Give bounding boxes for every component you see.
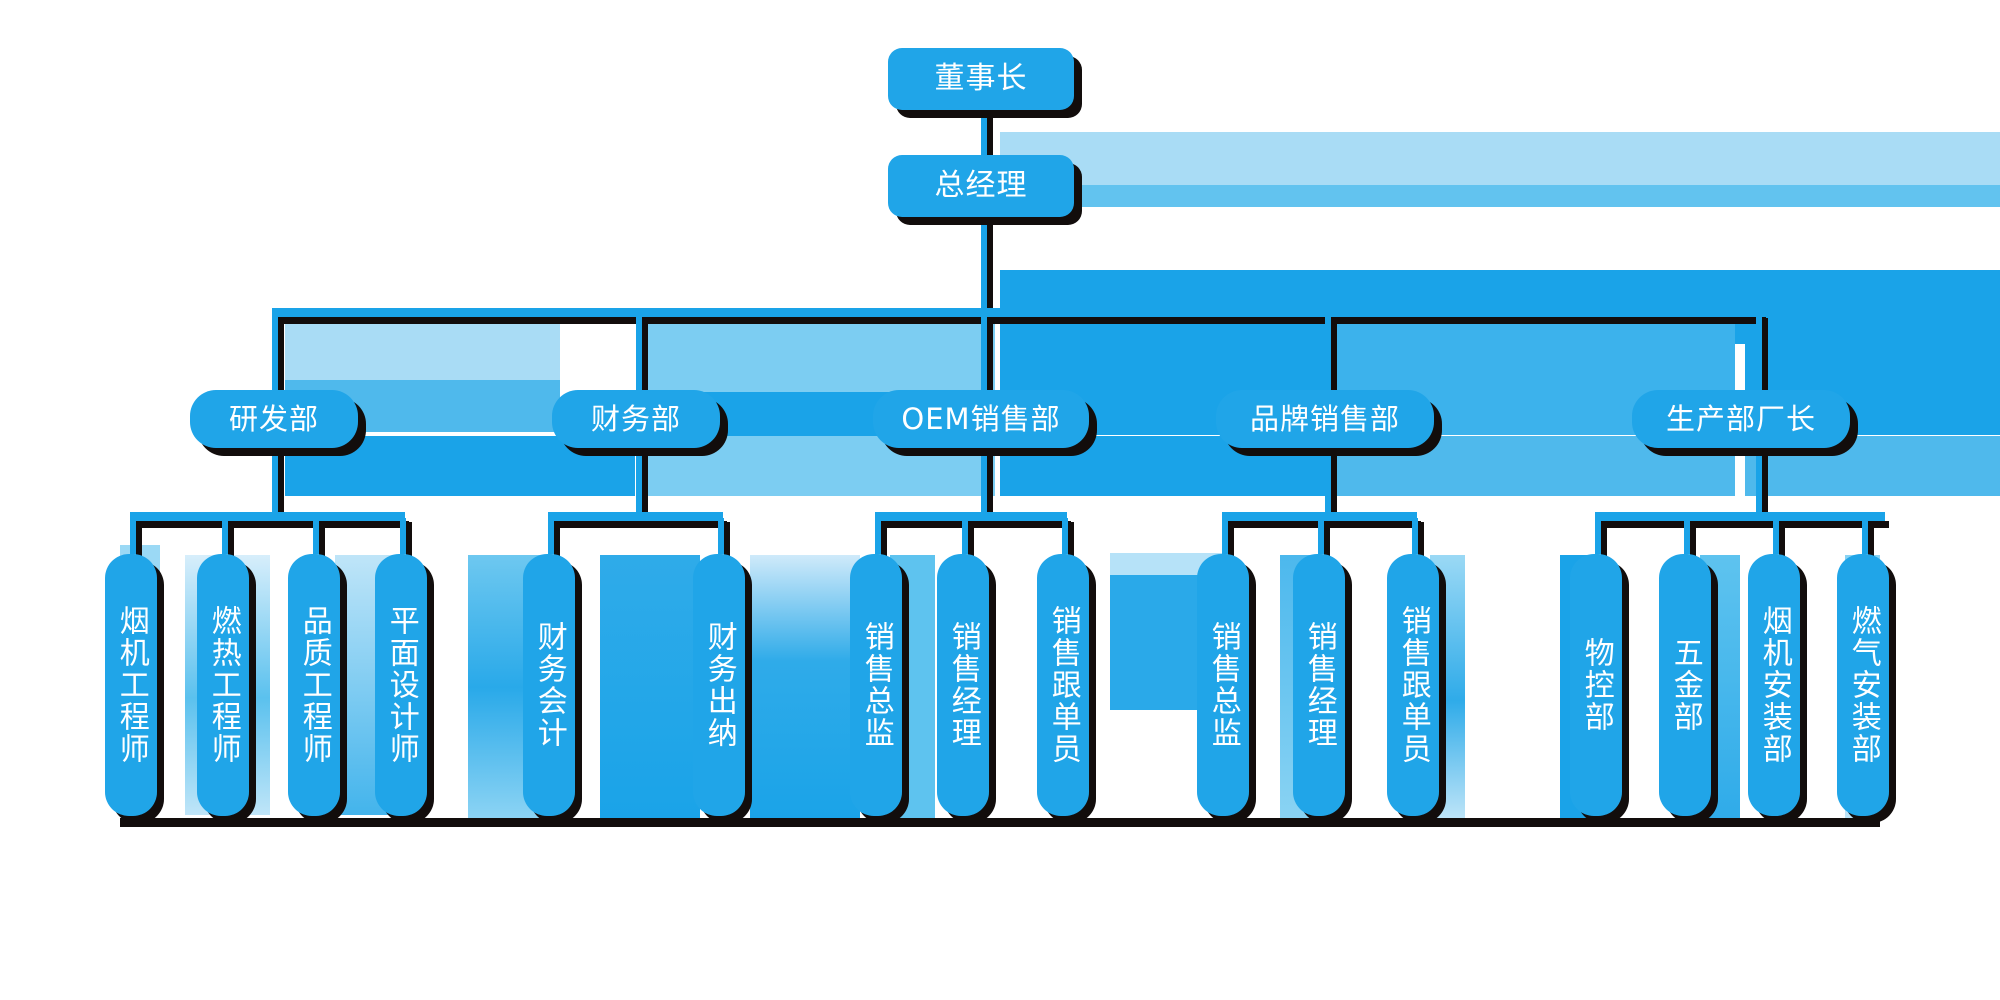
connector-leaf-drop-11 [1412, 518, 1424, 558]
node-department-production[interactable]: 生产部厂长 [1632, 390, 1850, 448]
connector-rail-to-dept-2 [981, 314, 993, 394]
node-department-finance-label: 财务部 [590, 401, 681, 436]
connector-leaf-drop-7 [962, 518, 974, 558]
node-leaf-label: 销售跟单员 [1395, 605, 1431, 765]
department-rail [272, 308, 1766, 324]
connector-leaf-drop-15 [1862, 518, 1874, 558]
node-leaf-label: 物控部 [1578, 637, 1614, 733]
node-leaf-label: 燃热工程师 [205, 605, 241, 765]
connector-leaf-drop-14 [1773, 518, 1785, 558]
connector-leaf-drop-3 [400, 518, 412, 558]
connector-leaf-drop-8 [1062, 518, 1074, 558]
node-department-brand-sales-label: 品牌销售部 [1249, 401, 1400, 436]
node-leaf-label: 烟机工程师 [113, 605, 149, 765]
node-leaf-label: 销售总监 [858, 621, 894, 749]
node-department-finance[interactable]: 财务部 [552, 390, 720, 448]
node-chairman-label: 董事长 [934, 61, 1028, 97]
connector-dept-1-down [636, 448, 648, 520]
node-department-oem-sales-label: OEM销售部 [901, 401, 1061, 436]
connector-dept-0-down [272, 448, 284, 520]
connector-leaf-drop-5 [718, 518, 730, 558]
node-leaf-gas-install-dept[interactable]: 燃气安装部 [1837, 554, 1889, 816]
node-leaf-graphic-designer[interactable]: 平面设计师 [375, 554, 427, 816]
connector-leaf-drop-0 [130, 518, 142, 558]
node-department-rd-label: 研发部 [228, 401, 319, 436]
baseline-shadow [120, 818, 1880, 827]
connector-rail-to-dept-4 [1756, 314, 1768, 394]
node-leaf-oem-sales-manager[interactable]: 销售经理 [937, 554, 989, 816]
node-leaf-label: 品质工程师 [296, 605, 332, 765]
node-leaf-accountant[interactable]: 财务会计 [523, 554, 575, 816]
connector-leaf-drop-2 [313, 518, 325, 558]
node-department-brand-sales[interactable]: 品牌销售部 [1216, 390, 1434, 448]
connector-rail-to-dept-1 [636, 314, 648, 394]
leaf-rail-rd [130, 512, 409, 528]
connector-leaf-drop-6 [875, 518, 887, 558]
connector-rail-to-dept-3 [1325, 314, 1337, 394]
node-leaf-material-control-dept[interactable]: 物控部 [1570, 554, 1622, 816]
node-leaf-label: 销售总监 [1205, 621, 1241, 749]
node-leaf-label: 财务出纳 [701, 621, 737, 749]
node-department-rd[interactable]: 研发部 [190, 390, 358, 448]
node-leaf-label: 五金部 [1667, 637, 1703, 733]
node-leaf-brand-sales-merchandiser[interactable]: 销售跟单员 [1387, 554, 1439, 816]
ghost-glow-4 [600, 555, 700, 820]
node-leaf-cashier[interactable]: 财务出纳 [693, 554, 745, 816]
node-department-production-label: 生产部厂长 [1665, 401, 1816, 436]
node-leaf-quality-engineer[interactable]: 品质工程师 [288, 554, 340, 816]
node-leaf-hardware-dept[interactable]: 五金部 [1659, 554, 1711, 816]
node-leaf-gas-water-heater-engineer[interactable]: 燃热工程师 [197, 554, 249, 816]
connector-leaf-drop-9 [1222, 518, 1234, 558]
ghost-band-upper-edge [1000, 185, 2000, 207]
node-department-oem-sales[interactable]: OEM销售部 [873, 390, 1089, 448]
node-general-manager-label: 总经理 [934, 168, 1028, 204]
node-general-manager[interactable]: 总经理 [888, 155, 1074, 217]
connector-leaf-drop-1 [222, 518, 234, 558]
node-leaf-brand-sales-director[interactable]: 销售总监 [1197, 554, 1249, 816]
node-leaf-label: 财务会计 [531, 621, 567, 749]
node-leaf-label: 燃气安装部 [1845, 605, 1881, 765]
ghost-band-upper [1000, 132, 2000, 206]
leaf-rail-prod [1595, 512, 1889, 528]
connector-dept-2-down [981, 448, 993, 520]
ghost-block-a [285, 315, 560, 390]
leaf-rail-oem [875, 512, 1071, 528]
connector-gm-down [981, 218, 993, 318]
node-leaf-smoke-machine-install-dept[interactable]: 烟机安装部 [1748, 554, 1800, 816]
node-leaf-oem-sales-director[interactable]: 销售总监 [850, 554, 902, 816]
node-leaf-label: 销售跟单员 [1045, 605, 1081, 765]
connector-leaf-drop-13 [1684, 518, 1696, 558]
node-leaf-label: 销售经理 [1301, 621, 1337, 749]
ghost-glow-5 [750, 555, 860, 820]
connector-dept-4-down [1756, 448, 1768, 520]
node-leaf-brand-sales-manager[interactable]: 销售经理 [1293, 554, 1345, 816]
leaf-rail-finance [548, 512, 727, 528]
node-leaf-smoke-machine-engineer[interactable]: 烟机工程师 [105, 554, 157, 816]
node-leaf-oem-sales-merchandiser[interactable]: 销售跟单员 [1037, 554, 1089, 816]
connector-leaf-drop-4 [548, 518, 560, 558]
node-chairman[interactable]: 董事长 [888, 48, 1074, 110]
node-leaf-label: 销售经理 [945, 621, 981, 749]
connector-leaf-drop-10 [1318, 518, 1330, 558]
ghost-band-mid [1000, 270, 2000, 344]
node-leaf-label: 烟机安装部 [1756, 605, 1792, 765]
node-leaf-label: 平面设计师 [383, 605, 419, 765]
connector-leaf-drop-12 [1595, 518, 1607, 558]
connector-dept-3-down [1325, 448, 1337, 520]
connector-rail-to-dept-0 [272, 314, 284, 394]
